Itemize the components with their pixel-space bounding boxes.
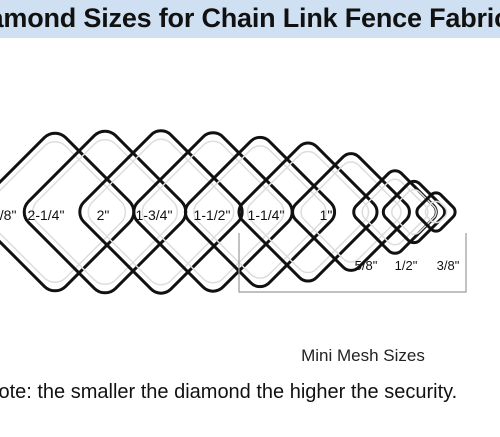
- label-group: 2-3/8" 2-1/4" 2" 1-3/4" 1-1/2" 1-1/4" 1" 5/8" 1/…: [0, 207, 460, 273]
- diamond-size-label: 5/8": [355, 258, 378, 273]
- diamond-outline: [22, 129, 188, 295]
- diamond-outline: [78, 129, 244, 295]
- diamond-inner-shade: [246, 150, 370, 274]
- diamond-inner-shade: [141, 140, 285, 284]
- diamond-inner-shade: [193, 145, 327, 279]
- diamond-size-label: 1": [320, 207, 333, 223]
- diamond-outline: [0, 131, 136, 293]
- diamond-group: [0, 129, 457, 295]
- diamond-inner-shade: [424, 200, 448, 224]
- diamond-outline: [132, 131, 294, 293]
- diamond-size-label: 1-1/4": [248, 207, 285, 223]
- mini-mesh-bracket: [238, 233, 467, 293]
- diamond-outline: [237, 141, 379, 283]
- diamond-size-label: 1-3/4": [136, 207, 173, 223]
- security-note: Note: the smaller the diamond the higher…: [0, 381, 458, 403]
- diamond-size-label: 1/2": [395, 258, 418, 273]
- diamond-outline: [291, 152, 411, 272]
- mini-mesh-caption: Mini Mesh Sizes: [301, 346, 425, 365]
- diamond-size-label: 2": [97, 207, 110, 223]
- diamond-size-label: 1-1/2": [194, 207, 231, 223]
- diamond-inner-shade: [87, 138, 235, 286]
- diamond-size-label: 3/8": [437, 258, 460, 273]
- diamond-size-label: 2-3/8": [0, 207, 16, 223]
- diamond-outline: [415, 191, 457, 233]
- page-title: Diamond Sizes for Chain Link Fence Fabri…: [0, 3, 500, 33]
- diamond-size-label: 2-1/4": [28, 207, 65, 223]
- diamond-inner-shade: [361, 178, 429, 246]
- diamond-diagram: 2-3/8" 2-1/4" 2" 1-3/4" 1-1/2" 1-1/4" 1" 5/8" 1/…: [0, 129, 467, 365]
- diamond-inner-shade: [0, 140, 127, 284]
- diamond-outline: [352, 169, 438, 255]
- diamond-outline: [183, 135, 337, 289]
- diamond-inner-shade: [31, 138, 179, 286]
- title-banner: Diamond Sizes for Chain Link Fence Fabri…: [0, 0, 500, 38]
